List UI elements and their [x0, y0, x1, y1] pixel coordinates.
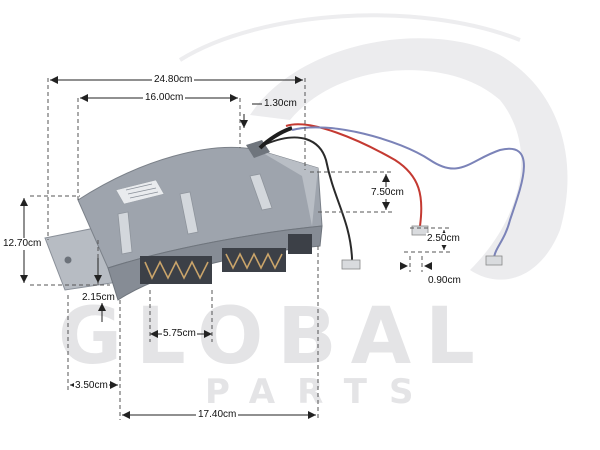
plate-rib	[117, 211, 133, 255]
wire-black	[265, 136, 353, 268]
watermark-swoosh	[250, 38, 568, 280]
dim-label-connector-length: 2.50cm	[426, 233, 461, 245]
dim-label-height: 12.70cm	[2, 238, 43, 250]
wire-red	[285, 123, 423, 227]
front-opening	[140, 256, 212, 284]
plate-rib	[249, 173, 273, 211]
heater-element	[44, 140, 323, 301]
dim-label-plate-offset: 2.15cm	[82, 292, 115, 303]
dim-label-connector-width: 0.90cm	[428, 275, 461, 286]
plate-rib	[179, 191, 199, 235]
watermark-arc	[178, 13, 521, 62]
connector	[485, 255, 503, 266]
side-face	[258, 150, 318, 226]
mounting-hole	[64, 256, 72, 264]
watermark-sub: PARTS	[205, 372, 436, 412]
dim-label-terminal-height: 7.50cm	[370, 187, 405, 199]
front-opening	[288, 234, 312, 254]
heating-coil	[144, 260, 209, 280]
wire-black-sleeve	[258, 126, 293, 150]
rating-label	[115, 179, 165, 205]
dim-label-total-length: 24.80cm	[152, 74, 195, 86]
dim-label-edge-offset: 3.50cm	[74, 380, 109, 392]
wire-blue	[291, 126, 525, 259]
watermark-brand: GLOBAL	[58, 292, 489, 382]
front-opening	[222, 248, 286, 272]
dim-label-terminal-offset: 1.30cm	[264, 98, 297, 109]
dim-label-element-length: 16.00cm	[143, 92, 186, 104]
connector	[341, 259, 361, 270]
connector	[411, 225, 429, 236]
dim-label-slot-width: 5.75cm	[162, 328, 197, 340]
wires	[258, 123, 525, 270]
dim-label-base-length: 17.40cm	[196, 409, 239, 421]
heating-coil	[225, 252, 283, 270]
